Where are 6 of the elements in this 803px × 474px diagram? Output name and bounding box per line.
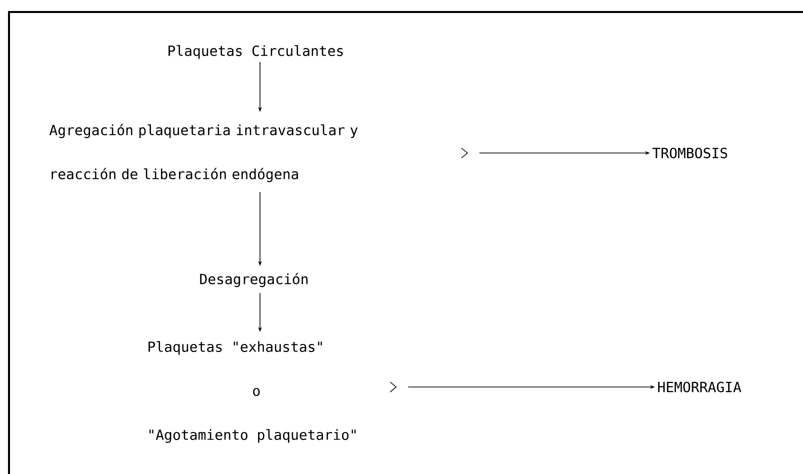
text-label: Desagregación	[200, 272, 308, 288]
text-label: Agregación plaquetaria intravascular y reacción de liberación endógena	[49, 124, 358, 182]
text-label: TROMBOSIS	[652, 148, 728, 158]
text-label: Plaquetas Circulantes	[168, 45, 343, 59]
text-label: Plaquetas "exhaustas" o "Agotamiento plaquetario"	[148, 341, 356, 443]
text-label: HEMORRAGIA	[658, 382, 742, 392]
